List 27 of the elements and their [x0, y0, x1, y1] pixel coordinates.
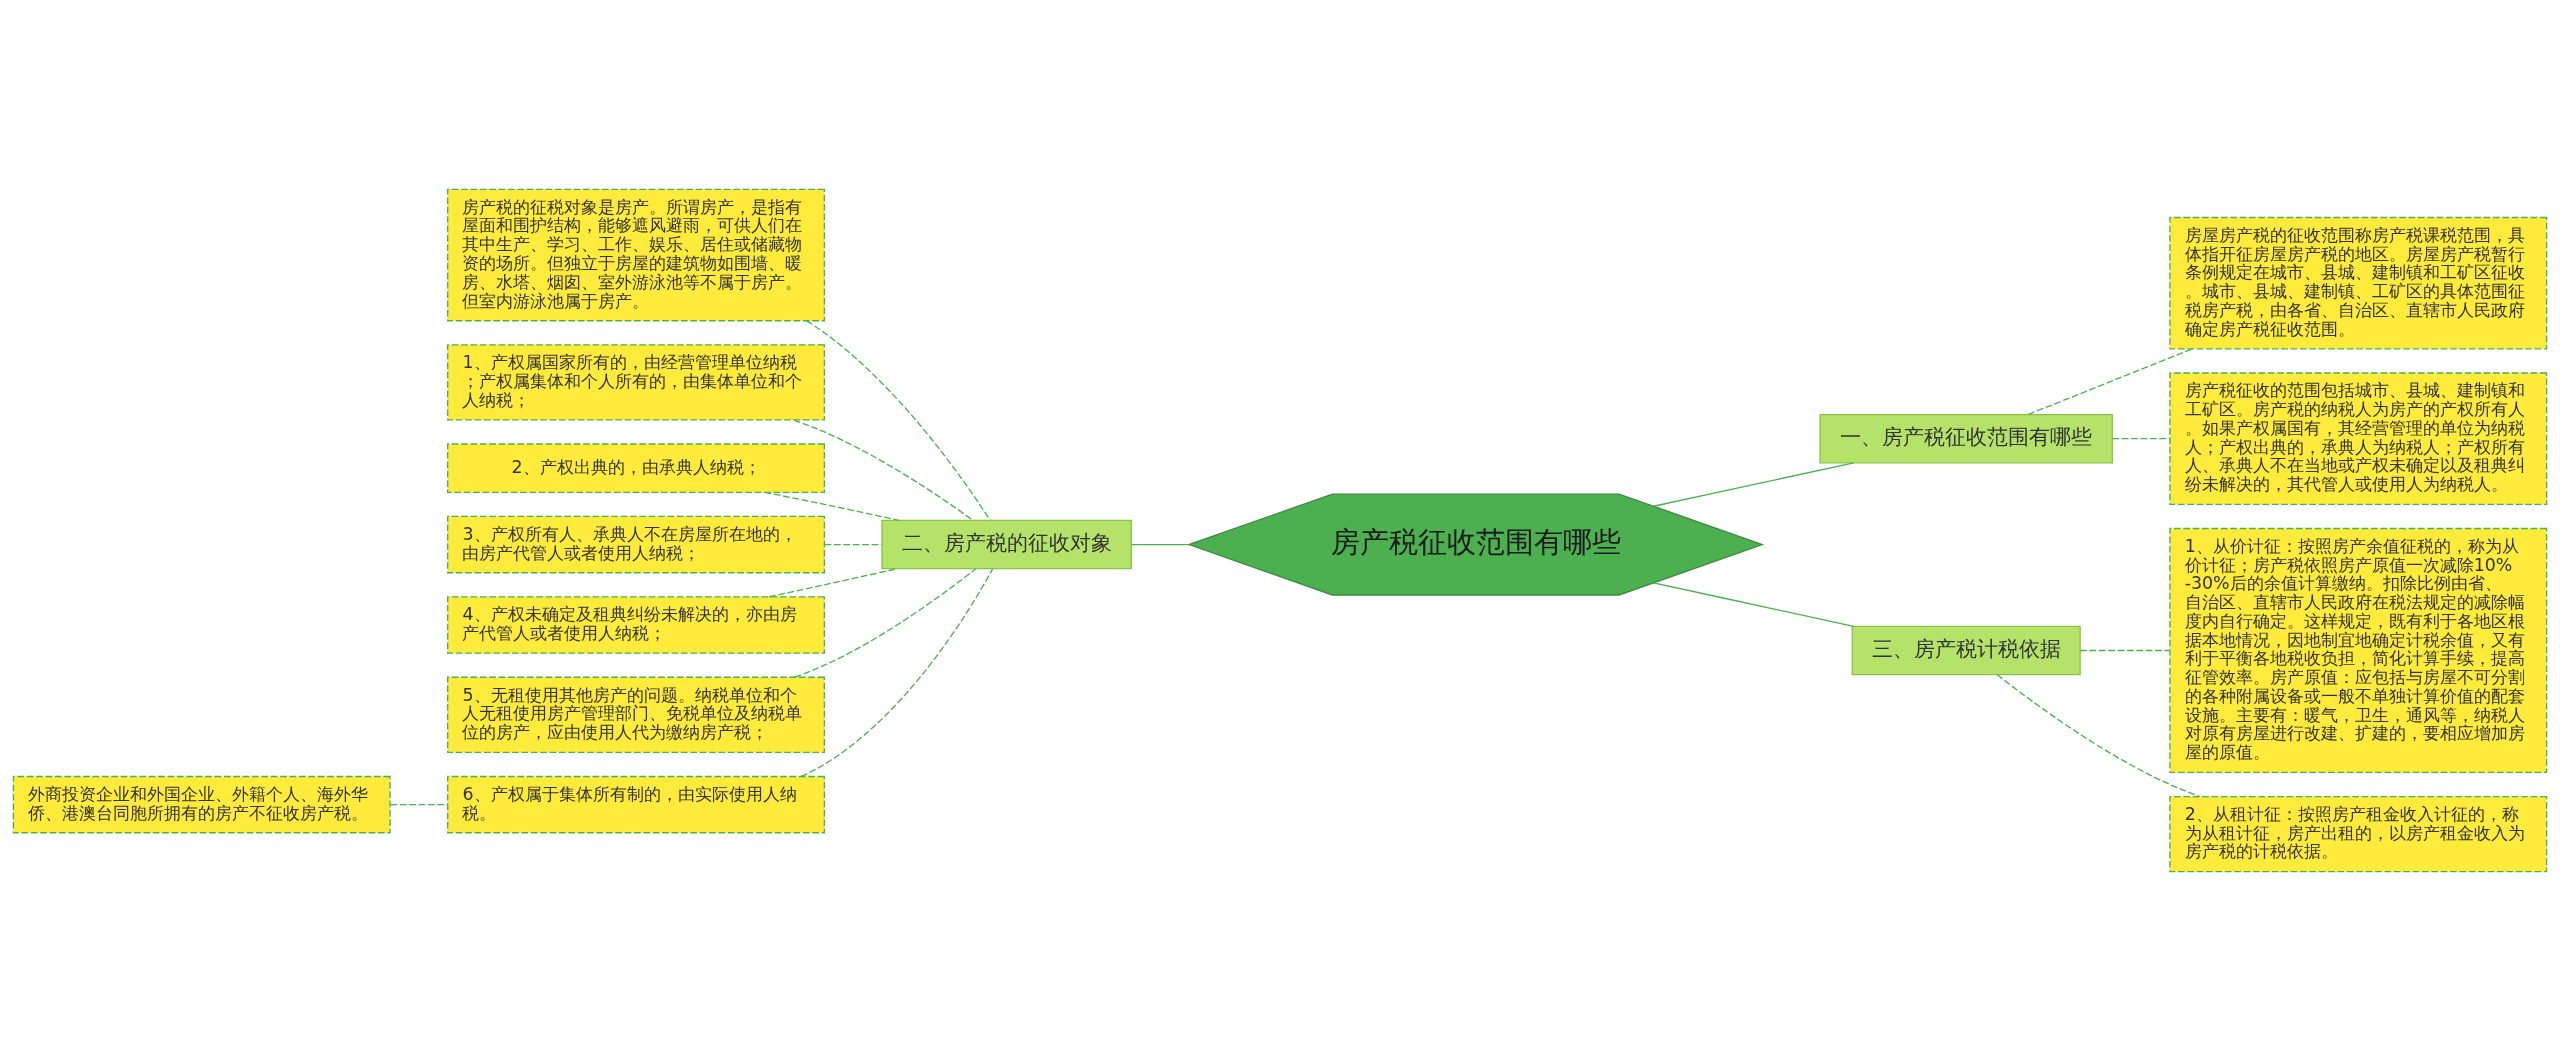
connector [1652, 462, 1855, 507]
connector [2027, 348, 2194, 416]
node-box: 3、产权所有人、承典人不在房屋所在地的，由房产代管人或者使用人纳税； [447, 515, 826, 574]
node-box: 4、产权未确定及租典纠纷未解决的，亦由房产代管人或者使用人纳税； [447, 596, 826, 654]
connector [2111, 438, 2171, 440]
node-box: 房产税征收的范围包括城市、县城、建制镇和工矿区。房产税的纳税人为房产的产权所有人。如果产权属国有，其经营管理的单位为纳税人；产权出典的，承典人为纳税人；产权所有人、承典人不在当地或产权未确定以及租典纠纷未解决的，其代管人或使用人为纳税人。 [2169, 372, 2548, 506]
node-box: 一、房产税征收范围有哪些 [1819, 413, 2113, 464]
node-box: 房产税的征税对象是房产。所谓房产，是指有屋面和围护结构，能够遮风避雨，可供人们在其中生产、学习、工作、娱乐、居住或储藏物资的场所。但独立于房屋的建筑物如围墙、暖房、水塔、烟囱、室外游泳池等不属于房产。但室内游泳池属于房产。 [447, 188, 826, 322]
connector [800, 568, 994, 778]
node-box: 5、无租使用其他房产的问题。纳税单位和个人无租使用房产管理部门、免税单位及纳税单位的房产，应由使用人代为缴纳房产税； [447, 676, 826, 753]
connector [768, 568, 898, 598]
node-box: 2、从租计征：按照房产租金收入计征的，称为从租计征，房产出租的，以房产租金收入为房产税的计税依据。 [2169, 795, 2548, 873]
node-box: 外商投资企业和外国企业、外籍个人、海外华侨、港澳台同胞所拥有的房产不征收房产税。 [12, 775, 391, 834]
node-box: 6、产权属于集体所有制的，由实际使用人纳税。 [447, 775, 826, 834]
connector [793, 419, 974, 521]
connector [823, 543, 883, 546]
connector [1652, 582, 1855, 627]
connector [794, 568, 977, 678]
connector [1996, 674, 2201, 798]
node-box: 二、房产税的征收对象 [881, 519, 1132, 570]
connector [2079, 649, 2171, 652]
node-box: 1、从价计征：按照房产余值征税的，称为从价计征；房产税依照房产原值一次减除10%-30%后的余值计算缴纳。扣除比例由省、自治区、直辖市人民政府在税法规定的减除幅度内自行确定。这样规定，既有利于各地区根据本地情况，因地制宜地确定计税余值，又有利于平衡各地税收负担，简化计算手续，提高征管效率。房产原值：应包括与房屋不可分割的各种附属设备或一般不单独计算价值的配套设施。主要有：暖气，卫生，通风等，纳税人对原有房屋进行改建、扩建的，要相应增加房屋的原值。 [2169, 527, 2548, 774]
connector [1131, 543, 1190, 546]
node-box: 房屋房产税的征收范围称房产税课税范围，具体指开征房屋房产税的地区。房屋房产税暂行条例规定在城市、县城、建制镇和工矿区征收。城市、县城、建制镇、工矿区的具体范围征税房产税，由各省、自治区、直辖市人民政府确定房产税征收范围。 [2169, 216, 2548, 350]
node-box: 1、产权属国家所有的，由经营管理单位纳税；产权属集体和个人所有的，由集体单位和个人纳税； [447, 344, 826, 421]
node-box: 三、房产税计税依据 [1851, 625, 2081, 676]
node-box: 2、产权出典的，由承典人纳税； [447, 443, 826, 493]
